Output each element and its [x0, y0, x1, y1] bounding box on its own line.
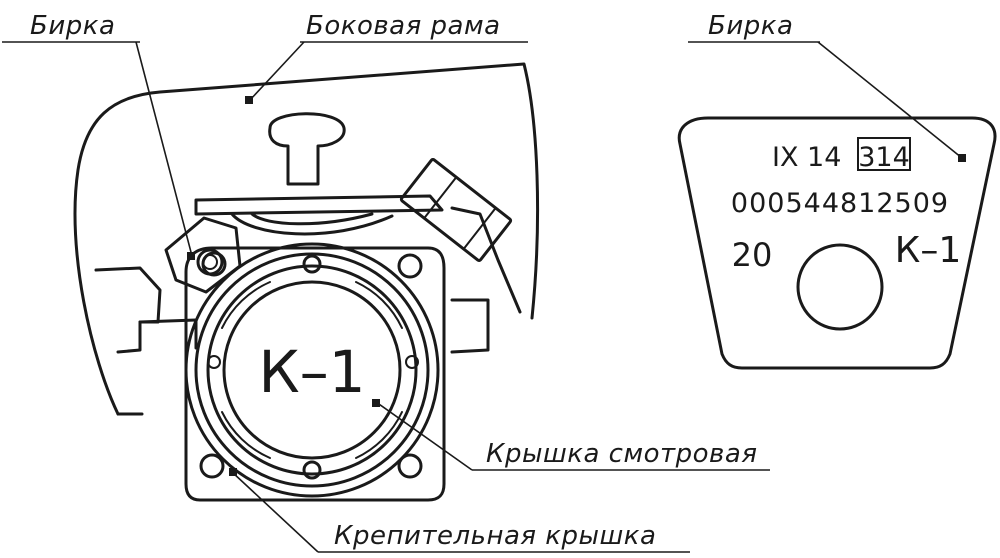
tag-plate-left-number: 20 — [732, 236, 773, 274]
label-side-frame: Боковая рама — [306, 11, 501, 41]
inspection-cover-drawing — [206, 264, 419, 476]
tag-plate-line1-prefix: IX 14 — [772, 142, 841, 173]
tag-plate — [677, 116, 997, 370]
tag-plate-serial: 000544812509 — [731, 188, 949, 219]
label-tag-right: Бирка — [708, 11, 793, 41]
tag-on-bolt-drawing — [164, 216, 242, 294]
leader-lines — [2, 41, 966, 553]
tag-plate-hole — [796, 243, 884, 331]
side-frame-drawing — [73, 62, 540, 416]
fastening-cover-drawing — [184, 242, 446, 502]
label-fastening-cover: Крепительная крышка — [334, 521, 656, 551]
cover-marking: К–1 — [258, 338, 365, 406]
label-inspection-cover: Крышка смотровая — [486, 439, 757, 469]
tag-plate-box — [857, 137, 911, 171]
tag-plate-right-code: К–1 — [895, 230, 961, 271]
label-tag-left: Бирка — [30, 11, 115, 41]
tag-plate-line1-boxed: 314 — [858, 142, 910, 173]
